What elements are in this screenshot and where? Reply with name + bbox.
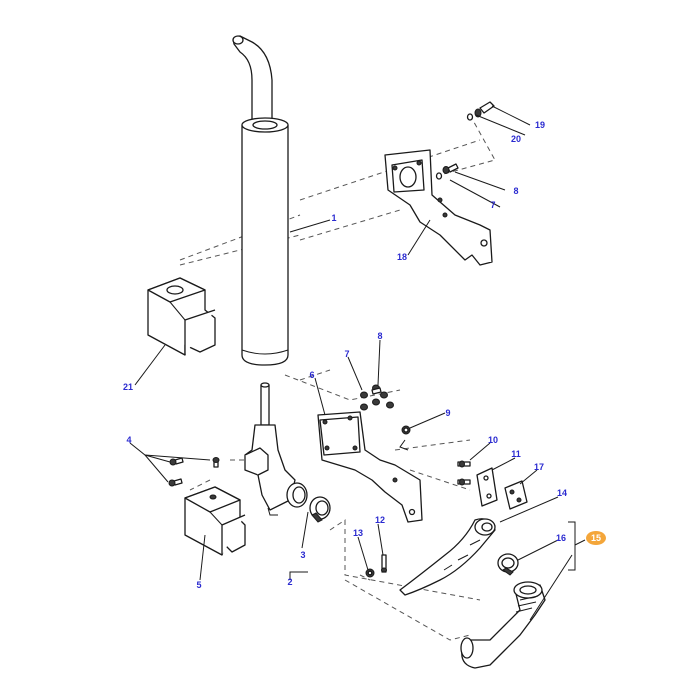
plate-11 xyxy=(476,467,498,507)
upper-mounting-bracket xyxy=(384,149,493,266)
callout-13[interactable]: 13 xyxy=(353,528,363,538)
lower-mounting-bracket xyxy=(317,411,423,523)
callout-6[interactable]: 6 xyxy=(309,370,314,380)
callout-15[interactable]: 15 xyxy=(591,533,601,543)
callout-8-lower[interactable]: 8 xyxy=(377,331,382,341)
callout-14[interactable]: 14 xyxy=(557,488,567,498)
highlight-badge xyxy=(586,531,606,545)
pipe-clamp-16 xyxy=(497,553,519,576)
leader-lines xyxy=(129,105,586,621)
callout-2[interactable]: 2 xyxy=(287,577,292,587)
callout-21[interactable]: 21 xyxy=(123,382,133,392)
flex-hose-14 xyxy=(399,518,496,596)
callout-9[interactable]: 9 xyxy=(445,408,450,418)
callout-16[interactable]: 16 xyxy=(556,533,566,543)
callout-12[interactable]: 12 xyxy=(375,515,385,525)
muffler-assembly xyxy=(232,35,289,366)
bolts-4 xyxy=(168,457,220,487)
callout-20[interactable]: 20 xyxy=(511,134,521,144)
callout-17[interactable]: 17 xyxy=(534,462,544,472)
exhaust-elbow-pipe xyxy=(244,382,308,516)
callout-11[interactable]: 11 xyxy=(511,449,521,459)
callout-19[interactable]: 19 xyxy=(535,120,545,130)
plate-17 xyxy=(504,480,528,510)
callout-7-upper[interactable]: 7 xyxy=(490,200,495,210)
pipe-clamp-3 xyxy=(309,496,331,523)
heat-shield-upper xyxy=(147,277,216,356)
bolts-7-8-9 xyxy=(360,384,411,435)
callout-3[interactable]: 3 xyxy=(300,550,305,560)
callout-4[interactable]: 4 xyxy=(126,435,131,445)
callout-10[interactable]: 10 xyxy=(488,435,498,445)
heat-shield-lower xyxy=(184,486,246,556)
studs-10 xyxy=(457,460,471,486)
bolts-12-13 xyxy=(365,554,387,578)
callout-1[interactable]: 1 xyxy=(331,213,336,223)
callout-15-highlight[interactable]: 15 xyxy=(586,531,606,545)
upper-bolts xyxy=(435,101,495,180)
callout-7-lower[interactable]: 7 xyxy=(344,349,349,359)
lower-elbow-pipe-15 xyxy=(460,581,546,669)
callout-5[interactable]: 5 xyxy=(196,580,201,590)
callout-18[interactable]: 18 xyxy=(397,252,407,262)
callout-labels: 1 2 3 4 5 6 7 7 8 8 9 10 11 12 13 14 16 … xyxy=(123,120,606,590)
callout-8-upper[interactable]: 8 xyxy=(513,186,518,196)
